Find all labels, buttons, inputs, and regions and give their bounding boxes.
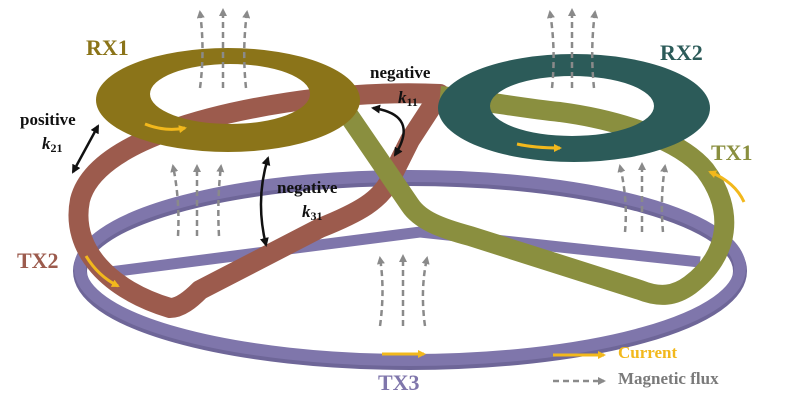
k11-subscript: 11 <box>406 95 418 109</box>
current-arrow-rx2 <box>516 142 562 152</box>
k11-arrow <box>371 104 405 157</box>
flux-arrows <box>170 8 669 327</box>
legend-flux-label: Magnetic flux <box>618 369 719 388</box>
rx1-coil <box>96 48 360 152</box>
k31-symbol: k31 <box>302 202 323 224</box>
k21-symbol-letter: k <box>42 134 51 153</box>
coupling-arrows <box>71 104 405 247</box>
current-arrow-rx1 <box>144 122 187 134</box>
tx2-label: TX2 <box>17 248 59 273</box>
k31-arrow <box>259 156 271 247</box>
k31-symbol-letter: k <box>302 202 311 221</box>
k31-subscript: 31 <box>310 209 323 223</box>
current-arrow-tx1 <box>708 170 746 203</box>
k31-sign: negative <box>277 178 338 197</box>
rx2-coil <box>438 54 710 162</box>
tx3-label: TX3 <box>378 370 420 395</box>
k21-subscript: 21 <box>50 141 63 155</box>
current-arrows <box>84 122 746 358</box>
k11-symbol-letter: k <box>398 88 407 107</box>
legend-current-label: Current <box>618 343 678 362</box>
rx2-label: RX2 <box>660 40 703 65</box>
k21-arrow <box>71 124 100 174</box>
k21-sign: positive <box>20 110 76 129</box>
current-arrow-tx2 <box>84 255 120 288</box>
tx1-coil <box>336 86 735 305</box>
k11-symbol: k11 <box>398 88 418 110</box>
tx3-coil <box>73 170 747 370</box>
k11-sign: negative <box>370 63 431 82</box>
tx1-label: TX1 <box>711 140 753 165</box>
k21-symbol: k21 <box>42 134 63 156</box>
rx1-label: RX1 <box>86 35 129 60</box>
